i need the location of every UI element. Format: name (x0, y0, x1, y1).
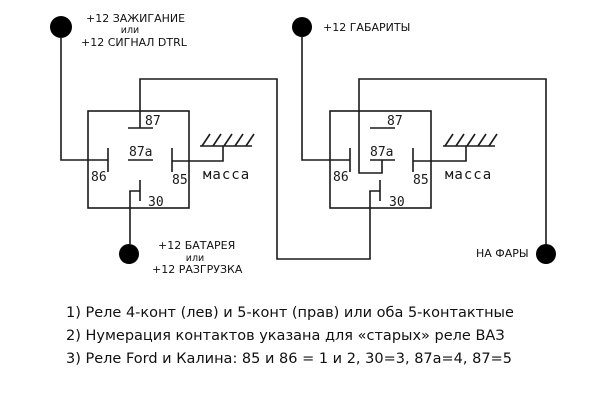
wire-left-87-to-right-30 (139, 78, 380, 260)
battery-terminal: +12 БАТАРЕЯ или +12 РАЗГРУЗКА (119, 239, 243, 276)
wire-left-85-to-ground (172, 146, 224, 162)
wires (60, 37, 547, 260)
right-relay-pin-85: 85 (413, 173, 429, 188)
left-ground-label: масса (203, 167, 250, 183)
headlights-terminal: НА ФАРЫ (476, 244, 556, 264)
left-ground: масса (200, 133, 255, 183)
right-ground-label: масса (445, 167, 492, 183)
left-relay-body (87, 110, 190, 209)
note-1: 1) Реле 4-конт (лев) и 5-конт (прав) или… (66, 305, 514, 321)
battery-label-or: или (186, 253, 204, 264)
right-relay-body (329, 110, 432, 209)
right-relay-pin-87: 87 (387, 114, 403, 129)
notes-list: 1) Реле 4-конт (лев) и 5-конт (прав) или… (66, 302, 514, 371)
right-relay-pin-30: 30 (389, 195, 405, 210)
ignition-terminal: +12 ЗАЖИГАНИЕ или +12 СИГНАЛ DTRL (50, 12, 188, 49)
ground-icon (200, 133, 255, 147)
battery-label-line1: +12 БАТАРЕЯ (158, 239, 235, 252)
right-relay-pin-86: 86 (333, 170, 349, 185)
left-relay-pin-85: 85 (172, 173, 188, 188)
left-relay: 87 87a 86 85 30 (87, 110, 190, 210)
headlights-label: НА ФАРЫ (476, 247, 529, 260)
wire-right-87a-to-headlights (358, 78, 547, 244)
right-relay: 87 87a 86 85 30 (329, 110, 432, 210)
wire-parking-to-right-86 (301, 37, 350, 161)
wire-ignition-to-left-86 (60, 37, 108, 161)
parking-lights-terminal-dot (292, 17, 312, 37)
ground-icon (443, 133, 498, 147)
wire-battery-to-left-30 (129, 190, 140, 244)
parking-lights-label: +12 ГАБАРИТЫ (323, 21, 410, 34)
ignition-label-or: или (121, 25, 139, 36)
ignition-terminal-dot (50, 16, 72, 38)
left-relay-pin-87: 87 (145, 114, 161, 129)
wire-right-85-to-ground (413, 146, 467, 162)
left-relay-pin-30: 30 (148, 195, 164, 210)
note-3: 3) Реле Ford и Калина: 85 и 86 = 1 и 2, … (66, 351, 512, 367)
left-relay-pin-86: 86 (91, 170, 107, 185)
parking-lights-terminal: +12 ГАБАРИТЫ (292, 17, 410, 37)
right-relay-pin-87a: 87a (370, 145, 393, 160)
ignition-label-line2: +12 СИГНАЛ DTRL (81, 36, 188, 49)
note-2: 2) Нумерация контактов указана для «стар… (66, 328, 505, 344)
left-relay-pin-87a: 87a (129, 145, 152, 160)
ignition-label-line1: +12 ЗАЖИГАНИЕ (86, 12, 185, 25)
battery-label-line2: +12 РАЗГРУЗКА (152, 263, 243, 276)
right-ground: масса (443, 133, 498, 183)
battery-terminal-dot (119, 244, 139, 264)
headlights-terminal-dot (536, 244, 556, 264)
